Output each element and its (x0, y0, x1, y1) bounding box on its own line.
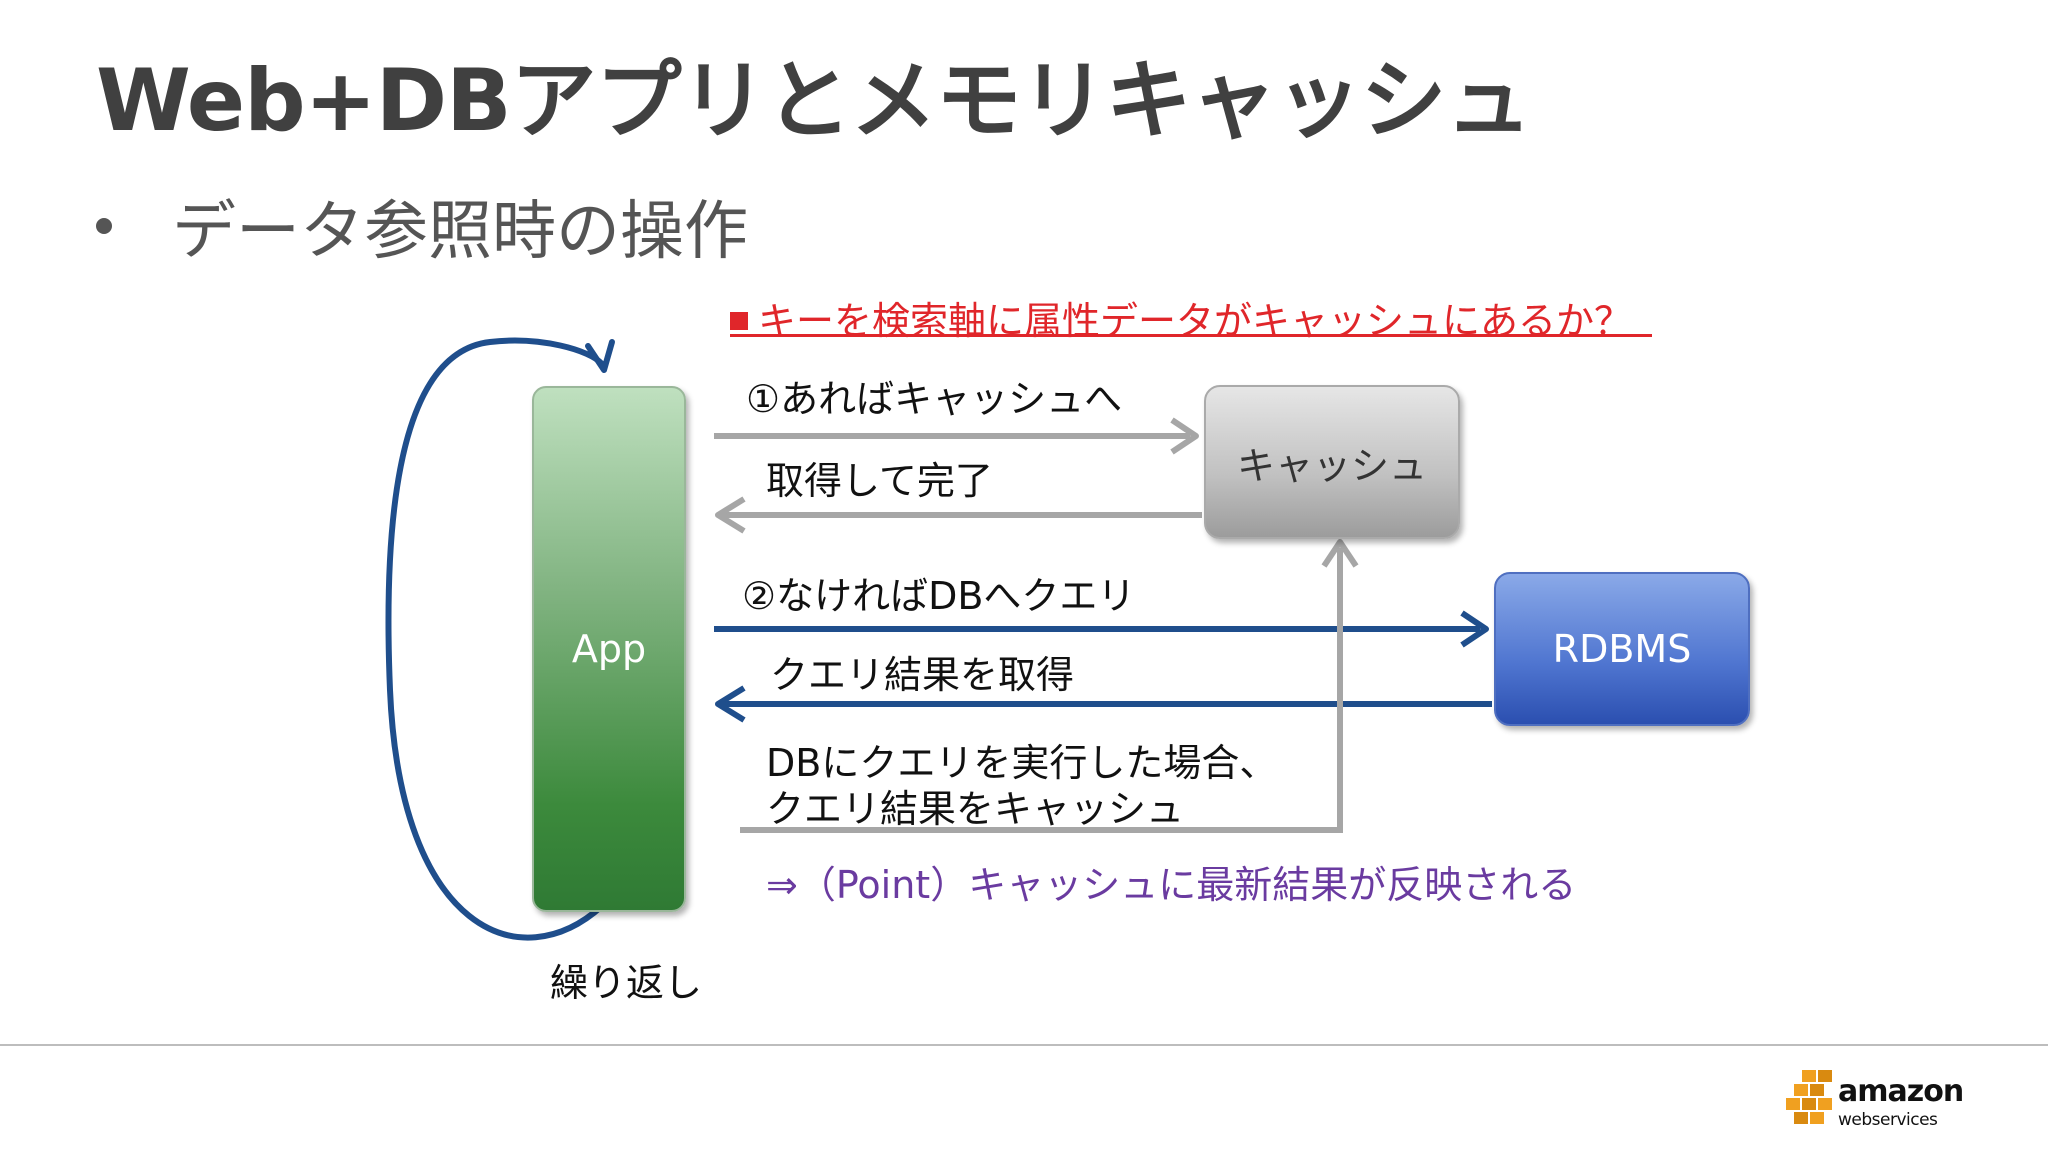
aws-cubes-icon (1786, 1070, 1832, 1124)
point-note: ⇒（Point）キャッシュに最新結果が反映される (766, 863, 1577, 907)
loop-arrow (385, 337, 605, 941)
rdbms-label: RDBMS (1552, 627, 1692, 671)
app-node: App (532, 386, 686, 912)
rdbms-node: RDBMS (1494, 572, 1750, 726)
from-db-arrow-head (715, 685, 746, 723)
to-cache-arrow-head (1170, 417, 1199, 455)
to-db-label: ②なければDBへクエリ (742, 574, 1136, 618)
store-label-line2: クエリ結果をキャッシュ (766, 787, 1185, 831)
to-cache-label: ①あればキャッシュへ (746, 377, 1123, 421)
question-text: キーを検索軸に属性データがキャッシュにあるか？ (758, 299, 1633, 343)
from-cache-arrow-head (715, 496, 746, 534)
red-square-marker (730, 312, 748, 330)
cache-label: キャッシュ (1236, 443, 1427, 488)
to-db-arrow-head (1460, 610, 1489, 648)
aws-logo: amazon webservices (1786, 1070, 1964, 1134)
app-label: App (571, 627, 647, 671)
loop-label: 繰り返し (550, 961, 703, 1005)
from-db-label: クエリ結果を取得 (770, 653, 1075, 697)
bullet-text: データ参照時の操作 (172, 195, 748, 269)
store-to-cache-arrow (740, 548, 1343, 833)
bullet-dot (96, 218, 112, 234)
aws-logo-main: amazon (1838, 1074, 1964, 1109)
from-cache-label: 取得して完了 (766, 459, 993, 503)
question-callout: キーを検索軸に属性データがキャッシュにあるか？ (730, 290, 1652, 343)
footer-divider (0, 1044, 2048, 1046)
slide-title: Web+DBアプリとメモリキャッシュ (96, 51, 1532, 151)
loop-arrow-head (585, 339, 615, 373)
aws-logo-sub: webservices (1838, 1110, 1938, 1130)
bullet-item: データ参照時の操作 (96, 180, 1096, 270)
cache-node: キャッシュ (1204, 385, 1460, 539)
store-to-cache-arrow-head (1321, 539, 1359, 568)
store-label-line1: DBにクエリを実行した場合、 (766, 741, 1278, 785)
